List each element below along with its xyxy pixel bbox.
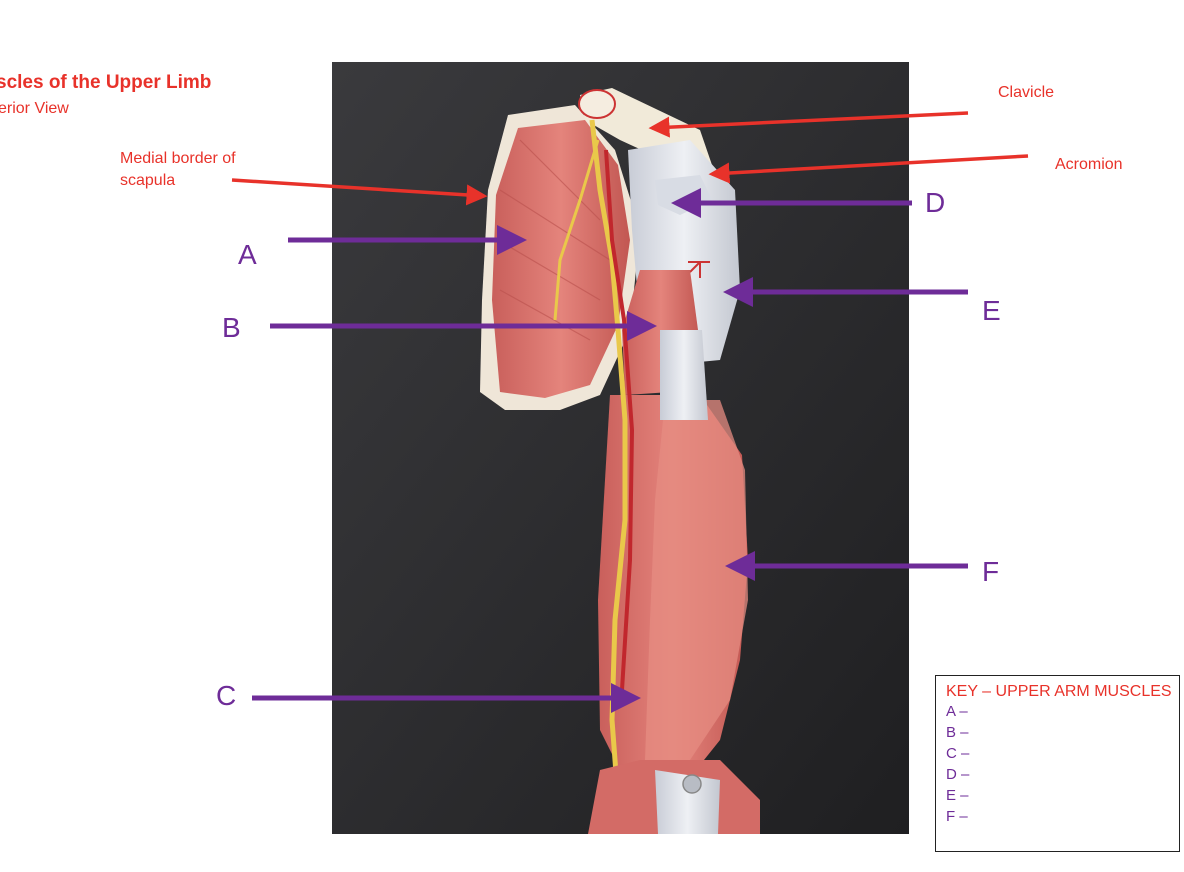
key-row-a: A – — [946, 703, 968, 720]
label-medial-border-line2: scapula — [120, 172, 176, 189]
marker-e: E — [982, 295, 1001, 326]
arrow-medial-border — [231, 178, 488, 206]
key-row-d: D – — [946, 766, 970, 783]
label-acromion: Acromion — [1055, 156, 1123, 173]
label-clavicle: Clavicle — [998, 84, 1055, 101]
key-row-f: F – — [946, 808, 968, 825]
marker-a: A — [238, 239, 257, 270]
arrow-acromion — [708, 154, 1029, 184]
key-row-e: E – — [946, 787, 969, 804]
marker-f: F — [982, 556, 1000, 587]
key-title: KEY – UPPER ARM MUSCLES — [946, 683, 1172, 700]
key-row-b: B – — [946, 724, 969, 741]
clavicle-cut-end — [578, 89, 616, 119]
label-medial-border-line1: Medial border of — [120, 150, 236, 167]
marker-c: C — [216, 680, 237, 711]
key-row-c: C – — [946, 745, 970, 762]
elbow-tendon — [655, 770, 720, 834]
page-subtitle: erior View — [0, 100, 69, 117]
label-medial-border: Medial border of scapula — [120, 148, 236, 192]
marker-d: D — [925, 187, 946, 218]
biceps-belly — [645, 400, 748, 760]
elbow-pin — [682, 774, 702, 794]
key-box: KEY – UPPER ARM MUSCLES A – B – C – D – … — [935, 675, 1180, 852]
page-title: scles of the Upper Limb — [0, 72, 212, 93]
arrow-clavicle — [648, 111, 969, 138]
artery — [604, 149, 635, 691]
tendon-band — [660, 330, 708, 420]
marker-b: B — [222, 312, 241, 343]
nerve-branch — [553, 139, 600, 321]
